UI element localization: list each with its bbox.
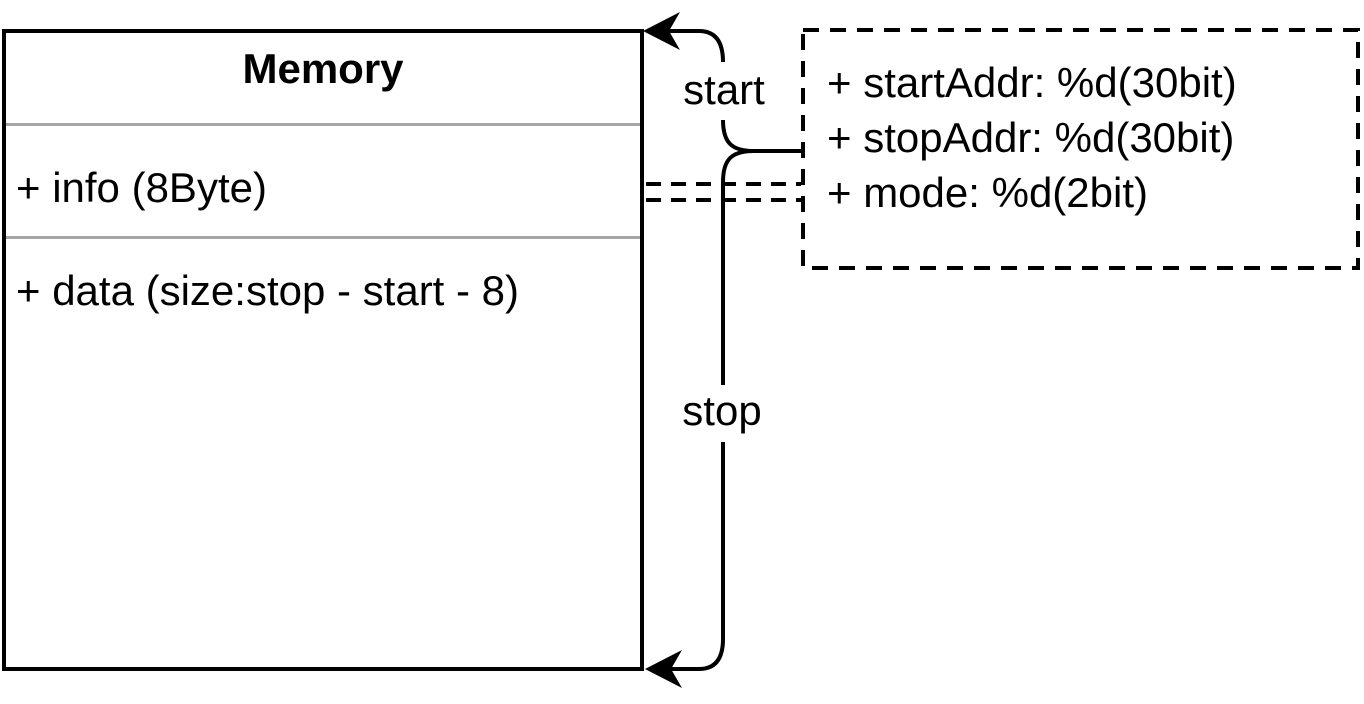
memory-class-box bbox=[2, 29, 644, 671]
stop-connector-line-lower bbox=[666, 442, 725, 671]
memory-field-info: + info (8Byte) bbox=[16, 164, 267, 211]
section-divider-top bbox=[6, 123, 640, 126]
stop-label: stop bbox=[682, 387, 762, 434]
fork-connector bbox=[721, 119, 803, 183]
start-connector-line bbox=[668, 29, 725, 63]
detail-field-stopaddr: + stopAddr: %d(30bit) bbox=[827, 114, 1235, 161]
detail-field-mode: + mode: %d(2bit) bbox=[827, 169, 1148, 216]
memory-field-data: + data (size:stop - start - 8) bbox=[16, 267, 520, 314]
start-label: start bbox=[683, 66, 765, 113]
start-arrowhead-icon bbox=[643, 12, 680, 50]
detail-field-startaddr: + startAddr: %d(30bit) bbox=[827, 59, 1237, 106]
memory-class-title: Memory bbox=[242, 45, 404, 92]
stop-arrowhead-icon bbox=[645, 650, 682, 688]
section-divider-bottom bbox=[6, 236, 640, 239]
